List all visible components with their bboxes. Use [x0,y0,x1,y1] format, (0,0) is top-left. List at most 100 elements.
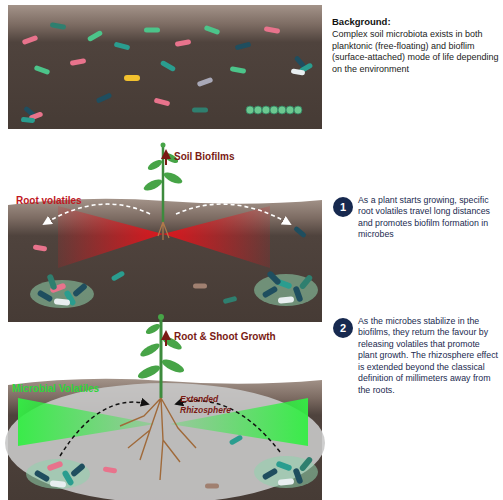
callout-number: 1 [333,197,353,217]
microbe [54,298,70,305]
microbe [111,270,126,281]
microbe [34,65,51,75]
soil-panel [8,199,322,322]
microbe [96,92,113,103]
microbe [299,274,314,290]
small-biofilm [21,55,314,123]
dashed-arrow [176,204,290,224]
dashed-arrow [60,402,148,456]
microbe [21,117,35,123]
microbe [33,244,48,251]
planktonic-microbes [33,226,307,305]
volatile-label: Root volatiles [16,194,136,207]
microbe [34,469,51,482]
microbe [230,66,247,74]
bud [158,314,164,320]
biofilm-cluster [30,273,94,308]
microbe [144,28,160,33]
callout-number: 2 [333,318,353,338]
leaf [146,158,163,172]
microbe [293,226,307,239]
microbe [87,30,103,42]
biofilm-matrix [26,459,90,489]
microbe [278,478,294,485]
callout-circle [333,318,353,338]
leaf [142,177,164,193]
microbe [278,296,294,303]
leaf [160,357,186,375]
microbe [72,283,88,298]
root-volatile-cone [163,206,270,268]
callout-circle [333,197,353,217]
microbe [235,42,252,51]
section-heading: Background: [332,16,500,28]
microbe [205,484,219,489]
root-volatile-cone [58,206,163,268]
soil-panel [8,5,322,129]
step-description: As a plant starts growing, specific root… [358,195,500,241]
coccus [286,106,294,114]
microbe [70,463,86,478]
planktonic-microbes [22,22,281,112]
extended-rhizosphere-zone [5,383,325,500]
stem [162,146,165,222]
microbe [154,98,171,107]
step-description: As the microbes stabilize in the biofilm… [358,316,500,396]
biofilm-cluster [26,459,90,489]
coccus [246,106,254,114]
microbe [124,75,140,81]
microbe [175,39,192,47]
microbe [22,35,39,45]
microbe [262,467,279,480]
leaf [136,363,162,381]
microbe [50,480,66,487]
leaf [144,322,161,336]
microbe [229,434,244,445]
microbe [192,108,208,113]
increase-arrow [165,153,167,165]
leaf [138,341,161,359]
stem [160,318,163,398]
microbe [299,456,314,472]
zone-label: Extended Rhizosphere [180,394,244,416]
biofilm-cluster [254,270,318,306]
microbe [193,284,207,289]
coccus [270,106,278,114]
microbe [264,26,281,34]
volatile-label: Microbial Volatiles [12,382,142,395]
background-note: Complex soil microbiota exists in both p… [332,29,500,76]
microbe [197,77,214,87]
coccus [278,106,286,114]
callout-number: 2 [333,318,353,338]
microbe [204,25,221,35]
microbe [114,42,131,51]
microbe [46,273,57,290]
callout-number: 1 [333,197,353,217]
microbe [291,68,306,75]
effect-label: Soil Biofilms [174,150,294,163]
microbe [46,460,63,471]
microbe [266,270,282,286]
dashed-arrow [44,204,150,224]
coccus [262,106,270,114]
coccus [294,106,302,114]
microbe [275,460,292,471]
effect-label: Root & Shoot Growth [174,330,314,343]
biofilm-matrix [254,274,318,306]
coccus [254,106,262,114]
microbe [223,296,238,304]
biofilm-matrix [254,456,318,488]
biofilm-matrix [30,280,94,308]
microbe [70,58,87,66]
bud [161,143,166,148]
planktonic-microbes [103,434,244,488]
biofilm-cluster [254,456,318,488]
leaf [162,170,184,186]
microbe [103,466,118,473]
increase-arrow [165,334,167,346]
microbe-chain [246,106,302,114]
root [158,222,169,240]
